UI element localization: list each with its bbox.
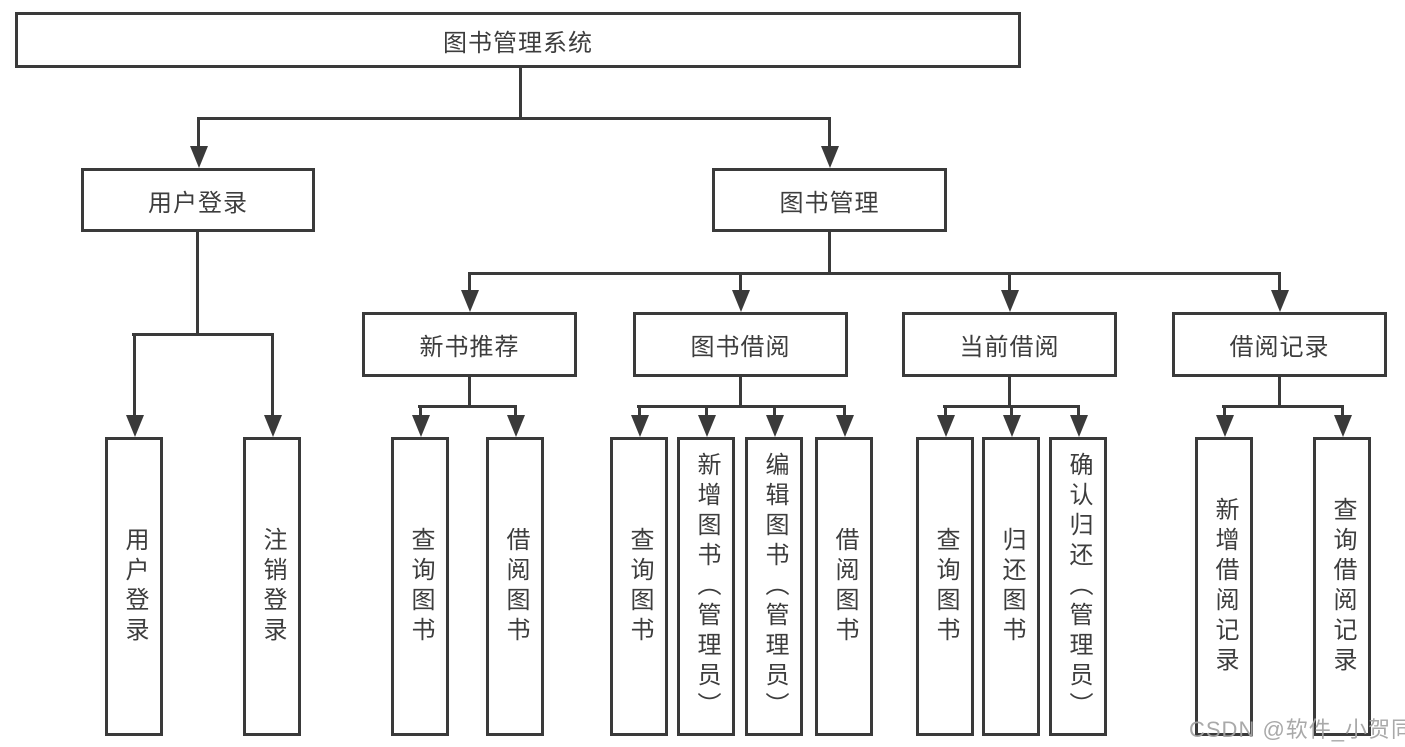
connector-arrow-to-leaf-query-record [1341,405,1344,415]
node-new-book-recommendation: 新书推荐 [362,312,577,377]
connector-root-stem [519,68,522,120]
leaf-add-borrow-record: 新增借阅记录 [1195,437,1253,736]
leaf-confirm-return-admin: 确认归还（管理员） [1049,437,1107,736]
connector-book-borrowing-bar [637,405,846,408]
leaf-query-books-3: 查询图书 [916,437,974,736]
connector-borrowing-records-bar [1222,405,1344,408]
connector-arrow-to-book-management [828,117,831,146]
leaf-query-borrow-record: 查询借阅记录 [1313,437,1371,736]
connector-level1-bar [197,117,831,120]
node-library-management-system: 图书管理系统 [15,12,1021,68]
connector-arrow-to-leaf-edit-book [773,405,776,415]
connector-arrow-to-leaf-logout [271,333,274,415]
connector-current-borrowing-stem [1008,377,1011,408]
node-borrowing-records: 借阅记录 [1172,312,1387,377]
leaf-borrow-books-1: 借阅图书 [486,437,544,736]
leaf-edit-book-admin: 编辑图书（管理员） [745,437,803,736]
connector-arrow-to-leaf-borrow-books-1 [514,405,517,415]
connector-borrowing-records-stem [1278,377,1281,408]
leaf-query-books-1: 查询图书 [391,437,449,736]
connector-user-login-bar [132,333,274,336]
connector-arrow-to-new-book [468,272,471,290]
connector-arrow-to-leaf-query-books-2 [638,405,641,415]
connector-arrow-to-user-login [197,117,200,146]
connector-book-management-stem [828,232,831,275]
node-book-borrowing: 图书借阅 [633,312,848,377]
connector-arrow-to-current-borrowing [1008,272,1011,290]
connector-arrow-to-borrowing-records [1278,272,1281,290]
leaf-borrow-books-2: 借阅图书 [815,437,873,736]
connector-arrow-to-leaf-borrow-books-2 [843,405,846,415]
leaf-add-book-admin: 新增图书（管理员） [677,437,735,736]
leaf-logout: 注销登录 [243,437,301,736]
node-current-borrowing: 当前借阅 [902,312,1117,377]
connector-arrow-to-leaf-query-books-1 [419,405,422,415]
connector-arrow-to-leaf-user-login [133,333,136,415]
connector-arrow-to-leaf-query-books-3 [944,405,947,415]
node-book-management: 图书管理 [712,168,947,232]
connector-arrow-to-leaf-add-record [1223,405,1226,415]
connector-arrow-to-book-borrowing [739,272,742,290]
watermark: CSDN @软件_小贺同学 [1189,717,1405,742]
connector-arrow-to-leaf-add-book [705,405,708,415]
leaf-query-books-2: 查询图书 [610,437,668,736]
connector-user-login-stem [196,232,199,336]
node-user-login: 用户登录 [81,168,315,232]
leaf-return-books: 归还图书 [982,437,1040,736]
connector-new-book-stem [468,377,471,408]
connector-book-borrowing-stem [739,377,742,408]
connector-arrow-to-leaf-return-books [1010,405,1013,415]
connector-arrow-to-leaf-confirm-return [1077,405,1080,415]
connector-new-book-bar [418,405,517,408]
leaf-user-login: 用户登录 [105,437,163,736]
connector-level2-bar [468,272,1281,275]
